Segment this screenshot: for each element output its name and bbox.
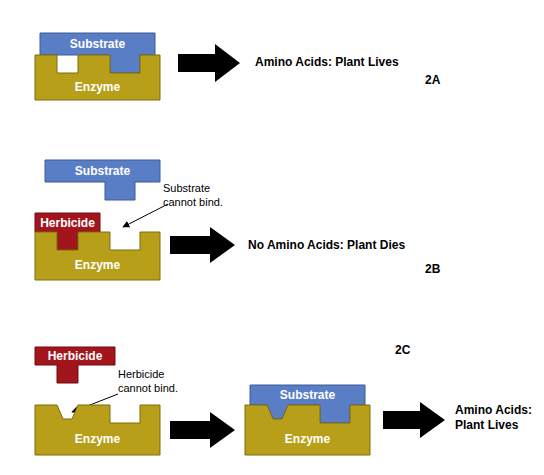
block-shape: [45, 160, 160, 200]
block-shape: [35, 347, 115, 383]
panel-number: 2B: [425, 262, 465, 277]
block-shape: [35, 55, 160, 100]
result-text: No Amino Acids: Plant Dies: [248, 238, 478, 253]
result-arrow: [178, 44, 240, 82]
block-outline: [245, 405, 370, 455]
block-label: Enzyme: [35, 250, 160, 280]
connector-layer: [170, 412, 235, 448]
block-shape: [35, 405, 160, 455]
process-arrow: [170, 412, 235, 448]
result-arrow: [170, 227, 235, 263]
panel-number: 2C: [395, 343, 435, 358]
block-shape: [245, 405, 370, 455]
result-text: Amino Acids: Plant Lives: [255, 55, 465, 70]
substrate-block: Substrate: [45, 160, 160, 200]
leader-line: [123, 204, 168, 227]
enzyme-block: Enzyme: [245, 405, 370, 455]
herbicide-block: Herbicide: [35, 347, 115, 383]
block-shape: [35, 232, 160, 280]
block-label: Herbicide: [35, 347, 115, 365]
panel-number: 2A: [425, 73, 465, 88]
block-label: Enzyme: [35, 423, 160, 455]
block-label: Herbicide: [35, 213, 100, 232]
enzyme-block: Enzyme: [35, 232, 160, 280]
block-label: Substrate: [250, 385, 365, 405]
block-outline: [35, 405, 160, 455]
result-text: Amino Acids: Plant Lives: [455, 403, 540, 433]
enzyme-block: Enzyme: [35, 55, 160, 100]
block-outline: [35, 232, 160, 280]
callout-note: Substrate cannot bind.: [163, 182, 238, 210]
connector-group: [170, 412, 235, 448]
enzyme-block: Enzyme: [35, 405, 160, 455]
block-label: Substrate: [45, 160, 160, 182]
block-label: Enzyme: [35, 73, 160, 100]
block-label: Enzyme: [245, 423, 370, 455]
result-arrow: [383, 402, 445, 438]
callout-note: Herbicide cannot bind.: [118, 368, 188, 396]
block-label: Substrate: [40, 33, 155, 55]
